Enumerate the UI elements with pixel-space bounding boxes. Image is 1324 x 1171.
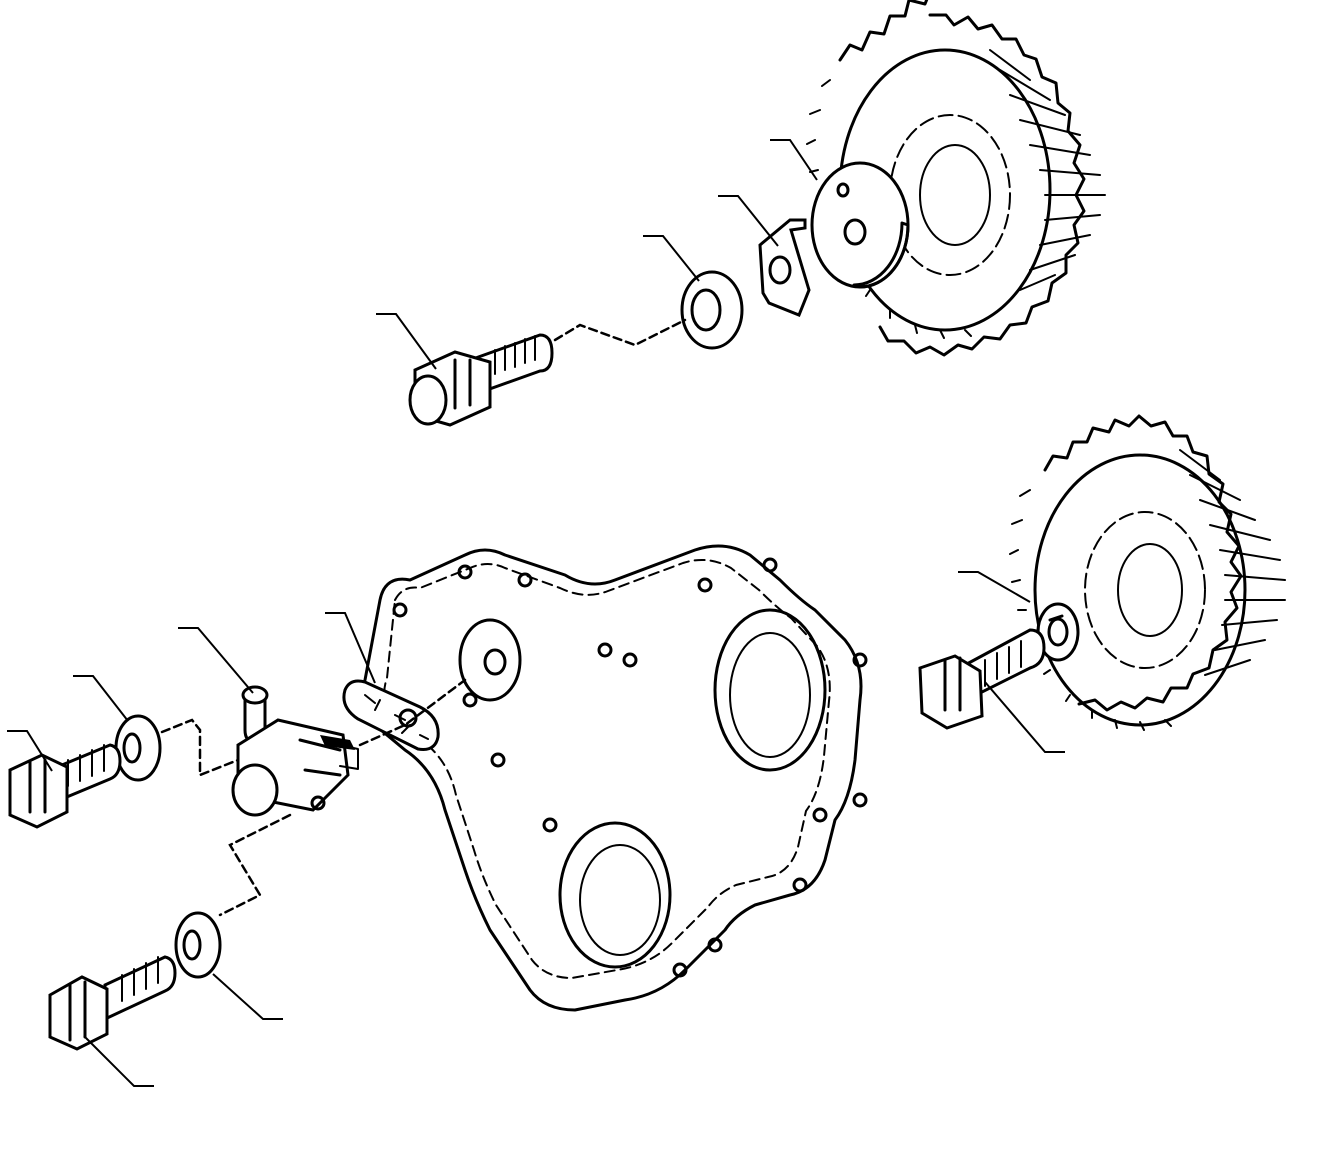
washer-lower [174,911,222,979]
callout-6 [984,681,1065,753]
dash-lower [218,813,292,917]
dash-left [160,718,240,777]
washer-left [114,714,162,782]
callout-leaders [7,139,1065,1087]
gasket [342,679,440,751]
callout-5 [958,571,1031,603]
washer-upper [680,270,744,350]
split-washer [1036,602,1080,662]
bolt-left [8,743,122,829]
callout-8 [178,627,254,694]
gear-housing-cover [360,544,868,1012]
dash-upper [553,318,687,347]
callout-11 [212,973,283,1020]
thrust-plate [810,161,910,289]
callout-10 [7,730,53,772]
callout-9 [73,675,129,722]
callout-2 [718,195,779,247]
callout-1 [770,139,818,181]
upper-gear [806,0,1106,357]
callout-4 [376,313,437,370]
injector-nozzle [231,685,359,817]
callout-7 [325,612,376,684]
banjo-bolt-upper [408,333,554,427]
bolt-right [918,628,1046,730]
bolt-lower [48,955,177,1051]
callout-12 [83,1035,154,1087]
lower-gear [1009,414,1286,731]
lock-tab [758,218,811,317]
callout-3 [643,235,700,282]
dash-nozzle [358,678,467,747]
